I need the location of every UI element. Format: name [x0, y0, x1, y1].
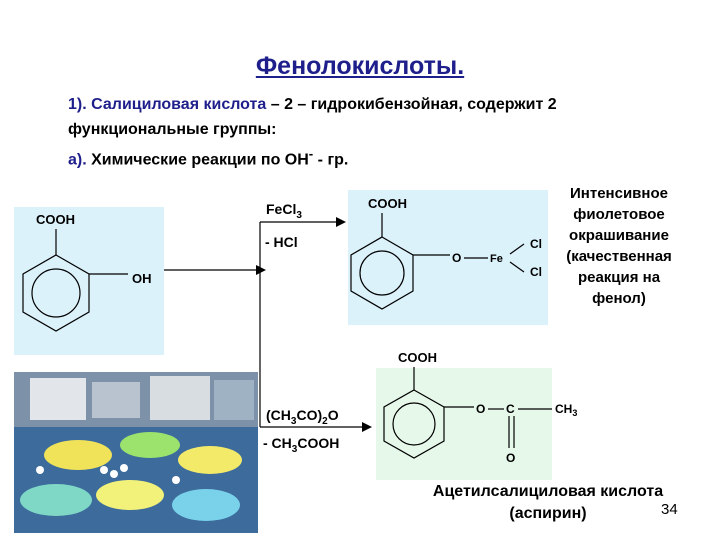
text-line-3: а). Химические реакции по ОН- - гр. [68, 146, 348, 169]
aspirin-caption-line: (аспирин) [509, 505, 587, 522]
complex-cl-2: Cl [530, 265, 542, 279]
sub-item-number: а). [68, 151, 92, 169]
reagent-anhydride: (CH3CO)2O [266, 407, 339, 427]
reaction-note: Интенсивное фиолетовое окрашивание (каче… [548, 183, 690, 309]
line3-text: Химические реакции по ОН [91, 151, 309, 169]
compound-name: Салициловая кислота [91, 96, 267, 113]
line3-end: - гр. [313, 151, 349, 169]
pills-photo [14, 372, 258, 533]
aspirin-o2: O [506, 451, 515, 465]
complex-panel [348, 190, 548, 325]
note-line: фиолетовое [573, 206, 665, 223]
aspirin-o: O [476, 402, 485, 416]
salicylic-cooh: COOH [36, 212, 75, 227]
complex-fe: Fe [490, 253, 503, 265]
text-line-1: 1). Салициловая кислота – 2 – гидрокибен… [68, 96, 557, 114]
note-line: фенол) [592, 290, 646, 307]
text-line-2: функциональные группы: [68, 121, 277, 138]
complex-cl-1: Cl [530, 237, 542, 251]
aspirin-c: C [506, 402, 515, 416]
aspirin-caption: Ацетилсалициловая кислота (аспирин) [400, 481, 696, 525]
complex-cooh: COOH [368, 196, 407, 211]
aspirin-cooh: COOH [398, 350, 437, 365]
note-line: реакция на [577, 269, 661, 286]
line3-sup: - [308, 146, 314, 161]
slide-number: 34 [661, 501, 678, 518]
page-title: Фенолокислоты. [255, 52, 465, 80]
note-line: Интенсивное [570, 185, 668, 202]
aspirin-caption-line: Ацетилсалициловая кислота [432, 483, 664, 500]
item-number: 1). [68, 96, 92, 113]
reagent-minus-acetic: - CH3COOH [263, 435, 339, 455]
note-line: окрашивание [569, 227, 669, 244]
line1-rest: – 2 – гидрокибензойная, содержит 2 [266, 96, 557, 113]
aspirin-panel [376, 368, 552, 480]
note-line: (качественная [566, 248, 672, 265]
complex-o: O [452, 251, 461, 265]
reagent-fecl3: FeCl3 [266, 201, 302, 221]
reagent-minus-hcl: - HCl [265, 234, 298, 250]
salicylic-oh: OH [132, 271, 152, 286]
aspirin-ch3: CH3 [555, 402, 577, 418]
